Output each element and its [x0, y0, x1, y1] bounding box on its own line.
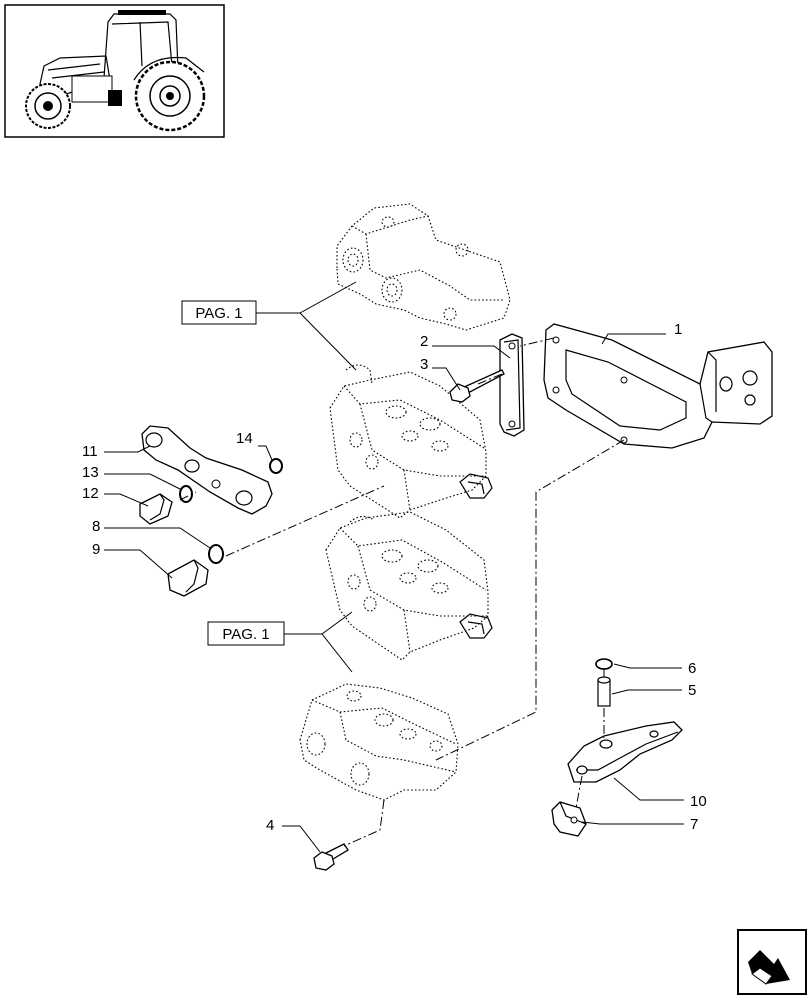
- callout-12: 12: [82, 485, 99, 502]
- part-14-snap-ring: [269, 458, 283, 474]
- callout-8: 8: [92, 518, 100, 535]
- valve-section-upper: [329, 364, 493, 519]
- page-reference-top-label: PAG. 1: [195, 305, 242, 322]
- callout-9: 9: [92, 541, 100, 558]
- part-12-plug: [139, 493, 173, 525]
- callout-13: 13: [82, 464, 99, 481]
- callout-labels: 1 2 3 4 5 6 7 8 9 10 11 12 13 14: [82, 321, 707, 834]
- callout-leaders: [104, 333, 684, 853]
- callout-3: 3: [420, 356, 428, 373]
- page-reference-bottom-label: PAG. 1: [222, 626, 269, 643]
- part-5-pin: [597, 676, 611, 707]
- part-9-plug: [167, 559, 209, 597]
- valve-section-lower: [325, 511, 493, 661]
- assembly-center-lines: [179, 337, 625, 847]
- valve-end-housing-bottom: [299, 683, 459, 801]
- callout-1: 1: [674, 321, 682, 338]
- part-8-seal-ring: [208, 544, 224, 564]
- part-6-washer: [595, 658, 613, 670]
- callout-5: 5: [688, 682, 696, 699]
- callout-6: 6: [688, 660, 696, 677]
- part-11-link-plate: [141, 425, 273, 515]
- callout-14: 14: [236, 430, 253, 447]
- callout-7: 7: [690, 816, 698, 833]
- valve-end-housing-top: [336, 203, 511, 331]
- page-reference-bottom[interactable]: PAG. 1: [207, 621, 285, 646]
- part-7-block: [551, 801, 587, 837]
- part-2-gasket: [499, 333, 525, 437]
- next-page-arrow-icon[interactable]: [737, 929, 807, 995]
- tractor-thumbnail-icon: [4, 4, 225, 138]
- part-4-bolt: [313, 843, 349, 871]
- callout-4: 4: [266, 817, 274, 834]
- part-10-lever: [567, 721, 683, 783]
- page-reference-top[interactable]: PAG. 1: [181, 300, 257, 325]
- callout-11: 11: [82, 443, 98, 460]
- callout-2: 2: [420, 333, 428, 350]
- part-1-bracket: [543, 323, 773, 449]
- callout-10: 10: [690, 793, 707, 810]
- part-3-bolt: [449, 369, 505, 403]
